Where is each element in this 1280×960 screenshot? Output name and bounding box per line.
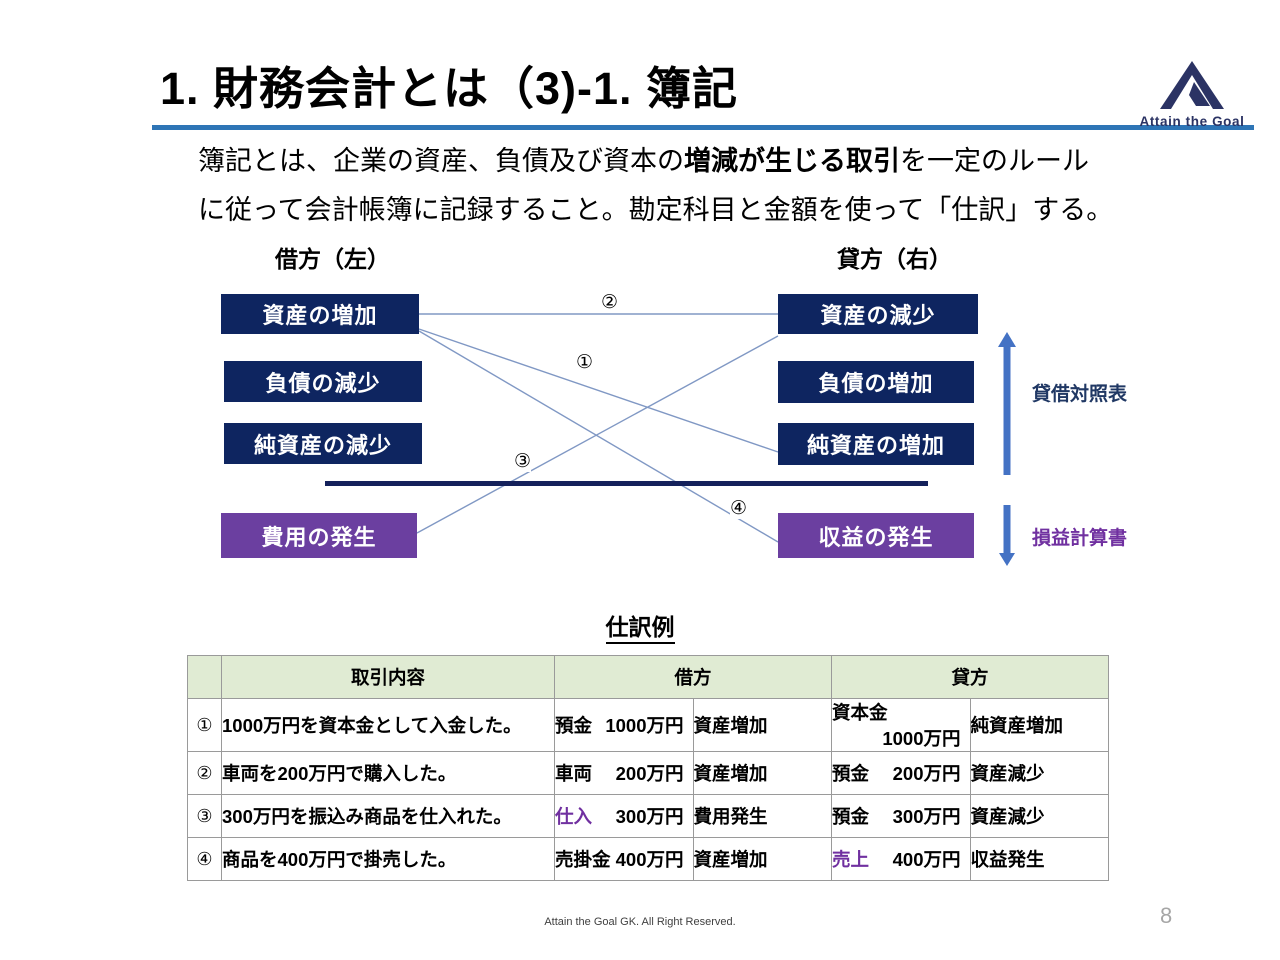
lead-text-pre: 簿記とは、企業の資産、負債及び資本の (198, 146, 684, 176)
debit-amount: 300万円 (615, 806, 684, 827)
cell-number: ③ (187, 794, 222, 838)
cell-debit-effect: 資産増加 (692, 698, 832, 752)
cell-description: 300万円を振込み商品を仕入れた。 (221, 794, 555, 838)
attain-the-goal-mark-icon (1160, 61, 1224, 109)
debit-account: 預金 (555, 715, 593, 736)
logo: Attain the Goal (1118, 58, 1266, 140)
cell-debit-effect: 資産増加 (692, 751, 832, 795)
table-header-row: 取引内容 借方 貸方 (187, 655, 1109, 699)
lead-paragraph-line-1: 簿記とは、企業の資産、負債及び資本の増減が生じる取引を一定のルール (198, 146, 1089, 177)
diagram-box-asset-decrease[interactable]: 資産の減少 (778, 294, 978, 334)
cell-debit-account-amount: 仕入 300万円 (554, 794, 694, 838)
link-number-1: ① (576, 352, 594, 373)
connector-line-1 (418, 328, 779, 453)
cell-debit-effect: 費用発生 (692, 794, 832, 838)
connector-line-3 (416, 335, 779, 534)
cell-credit-effect: 資産減少 (969, 751, 1109, 795)
income-statement-label: 損益計算書 (1032, 528, 1128, 549)
title-underline-rule (152, 125, 1254, 130)
debit-account: 売掛金 (555, 849, 611, 870)
debit-amount: 200万円 (615, 763, 684, 784)
header-cell-credit: 貸方 (831, 655, 1109, 699)
balance-sheet-label: 貸借対照表 (1032, 384, 1128, 405)
header-cell-description: 取引内容 (221, 655, 555, 699)
balance-sheet-divider (325, 481, 928, 486)
income-statement-arrow-icon (999, 505, 1015, 566)
link-number-3: ③ (514, 451, 532, 472)
cell-credit-account-amount: 資本金 1000万円 (831, 698, 971, 752)
diagram-box-liability-increase[interactable]: 負債の増加 (778, 361, 974, 403)
link-number-2: ② (601, 292, 619, 313)
cell-description: 車両を200万円で購入した。 (221, 751, 555, 795)
diagram-box-equity-increase[interactable]: 純資産の増加 (778, 423, 974, 465)
lead-text-post: を一定のルール (900, 146, 1089, 176)
lead-paragraph-line-2: に従って会計帳簿に記録すること。勘定科目と金額を使って「仕訳」する。 (198, 195, 1114, 225)
table-row: ③ 300万円を振込み商品を仕入れた。 仕入 300万円 費用発生 預金 300万円… (187, 794, 1109, 838)
credit-column-heading: 貸方（右） (837, 246, 952, 272)
cell-description: 1000万円を資本金として入金した。 (221, 698, 555, 752)
cell-credit-account-amount: 預金 300万円 (831, 794, 971, 838)
journal-example-title: 仕訳例 (0, 608, 1280, 644)
cell-description: 商品を400万円で掛売した。 (221, 837, 555, 881)
logo-text: Attain the Goal (1139, 114, 1245, 129)
credit-account: 売上 (832, 849, 870, 870)
credit-amount: 400万円 (892, 849, 961, 870)
cell-number: ④ (187, 837, 222, 881)
link-number-4: ④ (730, 498, 748, 519)
cell-credit-effect: 純資産増加 (969, 698, 1109, 752)
cell-debit-account-amount: 預金 1000万円 (554, 698, 694, 752)
diagram-box-revenue-occurrence[interactable]: 収益の発生 (778, 513, 974, 558)
lead-text-emphasis: 増減が生じる取引 (684, 146, 900, 176)
cell-debit-account-amount: 車両 200万円 (554, 751, 694, 795)
page-number: 8 (1160, 903, 1173, 928)
credit-account: 資本金 (832, 702, 888, 723)
credit-amount: 200万円 (892, 763, 961, 784)
cell-credit-effect: 収益発生 (969, 837, 1109, 881)
debit-column-heading: 借方（左） (275, 246, 390, 272)
diagram-box-liability-decrease[interactable]: 負債の減少 (224, 361, 422, 402)
debit-account: 車両 (555, 763, 593, 784)
credit-amount: 300万円 (892, 806, 961, 827)
cell-credit-account-amount: 売上 400万円 (831, 837, 971, 881)
debit-amount: 400万円 (615, 849, 684, 870)
diagram-box-asset-increase[interactable]: 資産の増加 (221, 294, 419, 334)
credit-amount: 1000万円 (882, 728, 961, 749)
header-cell-debit: 借方 (554, 655, 832, 699)
cell-credit-account-amount: 預金 200万円 (831, 751, 971, 795)
balance-sheet-arrow-icon (998, 332, 1016, 475)
footer-copyright: Attain the Goal GK. All Right Reserved. (544, 916, 736, 928)
journal-example-title-text: 仕訳例 (605, 614, 675, 644)
diagram-box-equity-decrease[interactable]: 純資産の減少 (224, 423, 422, 464)
diagram-box-expense-occurrence[interactable]: 費用の発生 (221, 513, 417, 558)
debit-account: 仕入 (555, 806, 593, 827)
debit-amount: 1000万円 (605, 715, 684, 736)
page-title: 1. 財務会計とは（3)-1. 簿記 (160, 63, 739, 114)
cell-debit-effect: 資産増加 (692, 837, 832, 881)
credit-account: 預金 (832, 763, 870, 784)
connector-line-4 (418, 330, 779, 543)
cell-credit-effect: 資産減少 (969, 794, 1109, 838)
credit-account: 預金 (832, 806, 870, 827)
